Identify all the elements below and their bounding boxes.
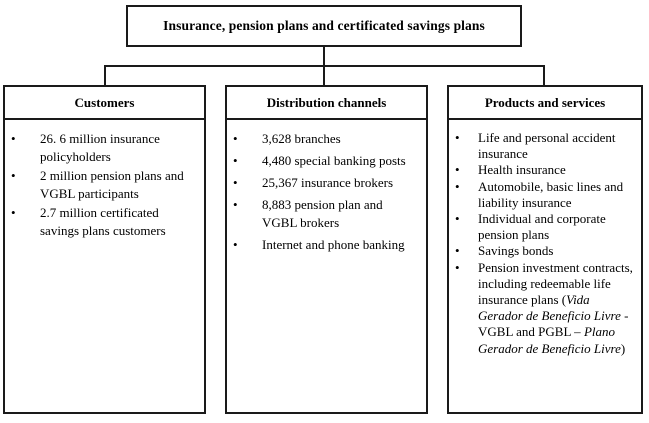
products-and-services-body: Life and personal accident insurance Hea… <box>449 120 641 357</box>
products-and-services-header: Products and services <box>449 87 641 120</box>
list-item: 2.7 million certificated savings plans c… <box>11 204 198 240</box>
distribution-channels-body: 3,628 branches 4,480 special banking pos… <box>227 120 426 254</box>
list-item-pension-contracts: Pension investment contracts, including … <box>455 260 635 357</box>
pension-contracts-text-3: ) <box>620 340 626 356</box>
distribution-channels-header-label: Distribution channels <box>266 94 387 110</box>
list-item: Life and personal accident insurance <box>455 130 635 162</box>
list-item: Savings bonds <box>455 243 635 259</box>
customers-list: 26. 6 million insurance policyholders 2 … <box>11 130 198 240</box>
list-item: 25,367 insurance brokers <box>233 174 420 192</box>
customers-box: Customers 26. 6 million insurance policy… <box>3 85 206 414</box>
list-item: Individual and corporate pension plans <box>455 211 635 243</box>
customers-header: Customers <box>5 87 204 120</box>
products-and-services-header-label: Products and services <box>484 94 606 110</box>
list-item: 4,480 special banking posts <box>233 152 420 170</box>
customers-body: 26. 6 million insurance policyholders 2 … <box>5 120 204 240</box>
pension-contracts-text-2: -VGBL and PGBL – <box>478 308 629 340</box>
distribution-channels-list: 3,628 branches 4,480 special banking pos… <box>233 130 420 254</box>
products-and-services-box: Products and services Life and personal … <box>447 85 643 414</box>
pension-contracts-italic-vgbl: Vida Gerador de Beneficio Livre <box>478 292 621 324</box>
connector-drop-distribution <box>323 65 325 85</box>
list-item: 2 million pension plans and VGBL partici… <box>11 167 198 203</box>
connector-root-stem <box>323 47 325 67</box>
distribution-channels-header: Distribution channels <box>227 87 426 120</box>
root-box: Insurance, pension plans and certificate… <box>126 5 522 47</box>
customers-header-label: Customers <box>74 94 135 110</box>
root-title: Insurance, pension plans and certificate… <box>163 18 485 33</box>
connector-drop-products <box>543 65 545 85</box>
connector-drop-customers <box>104 65 106 85</box>
distribution-channels-box: Distribution channels 3,628 branches 4,4… <box>225 85 428 414</box>
list-item: 8,883 pension plan and VGBL brokers <box>233 196 420 232</box>
list-item: Internet and phone banking <box>233 236 420 254</box>
pension-contracts-italic-pgbl: Plano Gerador de Beneficio Livre <box>478 324 621 356</box>
list-item: Automobile, basic lines and liability in… <box>455 179 635 211</box>
list-item: 3,628 branches <box>233 130 420 148</box>
products-and-services-list: Life and personal accident insurance Hea… <box>455 130 635 357</box>
list-item: 26. 6 million insurance policyholders <box>11 130 198 166</box>
pension-contracts-text-1: Pension investment contracts, including … <box>478 259 633 308</box>
list-item: Health insurance <box>455 162 635 178</box>
